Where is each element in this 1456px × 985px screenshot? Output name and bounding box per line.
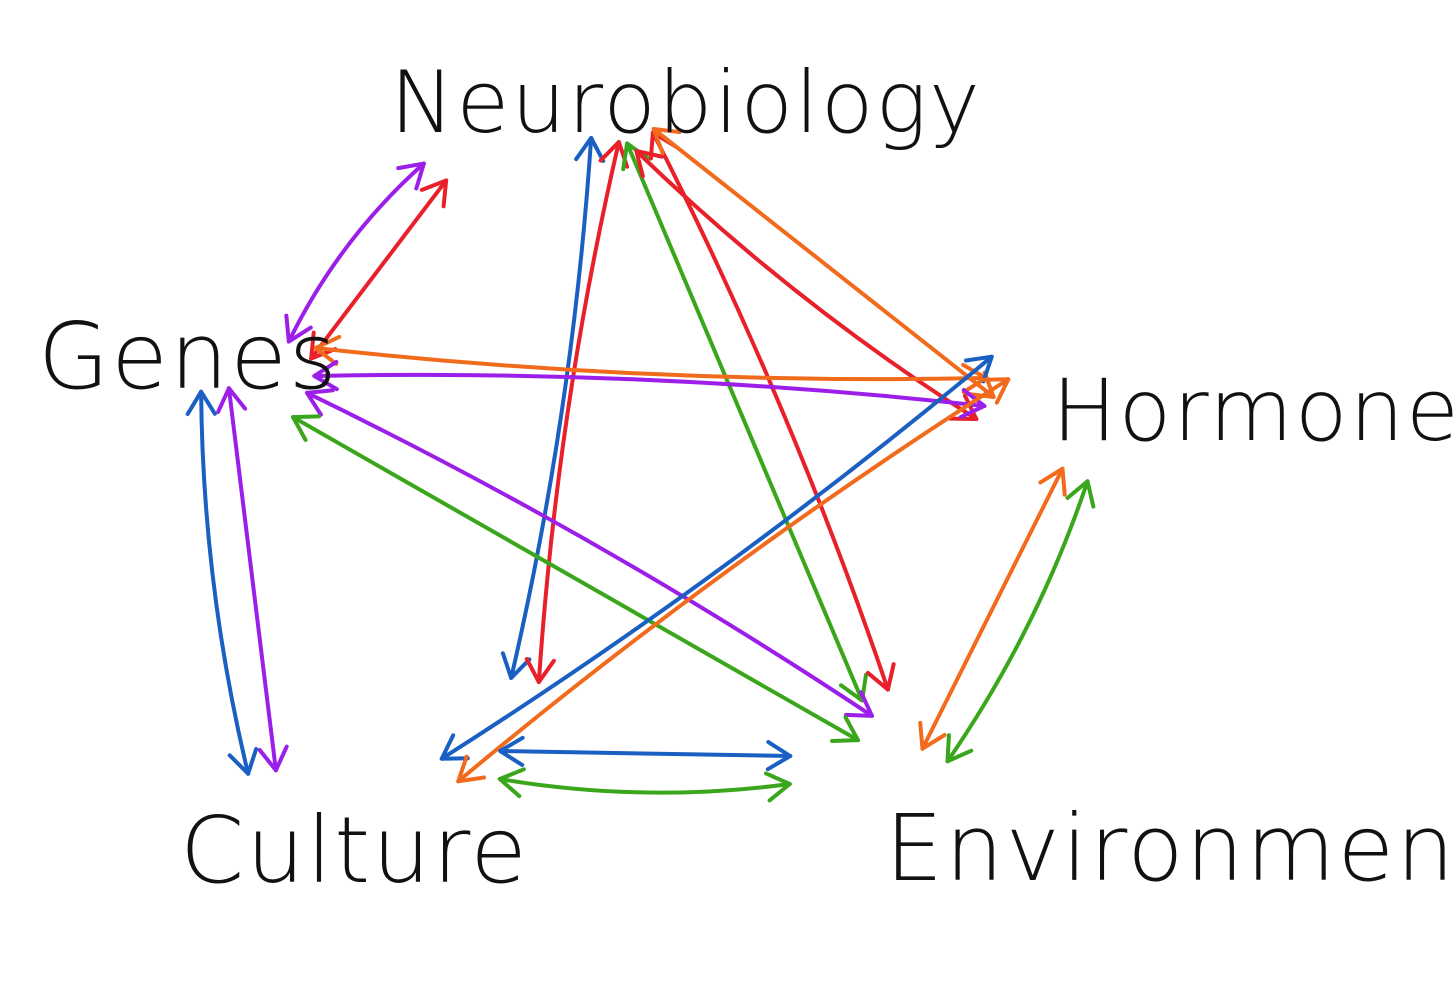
arrow-head-start — [439, 733, 470, 761]
arrow-genes-neurobiology-red — [309, 178, 449, 361]
arrow-environment-neurobiology-green — [621, 141, 869, 703]
arrow-shaft — [509, 135, 594, 680]
arrow-head-start — [312, 359, 339, 392]
arrow-shaft — [651, 127, 996, 400]
arrow-head-start — [304, 388, 335, 417]
arrow-head-end — [980, 377, 1011, 405]
arrow-shaft — [650, 130, 890, 692]
arrow-head-end — [227, 746, 259, 776]
arrow-head-end — [257, 744, 289, 773]
arrow-head-end — [964, 354, 994, 384]
node-environment: Environment — [885, 795, 1456, 902]
arrow-shaft — [286, 161, 426, 344]
arrow-genes-environment-purple — [304, 388, 874, 718]
arrow-culture-environment-blue — [498, 735, 793, 772]
arrow-shaft — [536, 140, 621, 685]
arrow-head-end — [763, 771, 792, 803]
arrow-head-start — [284, 313, 313, 344]
node-neurobiology: Neurobiology — [390, 53, 982, 153]
arrow-head-end — [958, 388, 987, 420]
arrow-head-start — [456, 754, 486, 784]
node-culture: Culture — [180, 797, 529, 904]
arrow-culture-environment-green — [497, 767, 792, 803]
arrow-shaft — [226, 386, 278, 773]
arrow-genes-culture-blue — [185, 389, 259, 776]
node-hormones: Hormones — [1052, 361, 1456, 461]
arrow-head-end — [419, 178, 449, 209]
arrow-head-start — [500, 651, 532, 680]
arrow-shaft — [497, 776, 792, 795]
arrow-head-start — [498, 735, 525, 767]
arrow-head-end — [918, 720, 947, 751]
arrow-genes-hormones-orange — [313, 334, 988, 395]
arrow-culture-hormones-orange — [456, 377, 1011, 784]
arrow-head-start — [309, 330, 338, 361]
arrow-head-end — [634, 148, 664, 179]
arrow-head-end — [945, 733, 974, 764]
arrow-head-start — [1038, 466, 1067, 497]
arrow-head-end — [765, 740, 793, 772]
arrow-shaft — [313, 346, 988, 382]
arrow-head-end — [843, 690, 874, 718]
arrow-shaft — [309, 178, 449, 361]
arrow-hormones-environment-green — [945, 479, 1096, 764]
arrow-head-start — [185, 389, 217, 416]
arrow-shaft — [945, 479, 1090, 764]
arrow-head-start — [865, 662, 896, 692]
arrow-head-end — [830, 715, 861, 743]
arrow-head-start — [313, 334, 342, 366]
arrow-hormones-environment-orange — [918, 466, 1067, 751]
arrow-culture-hormones-blue — [439, 354, 994, 761]
arrow-head-end — [651, 127, 682, 156]
arrow-head-start — [291, 414, 322, 442]
arrow-shaft — [439, 354, 994, 761]
arrow-shaft — [312, 372, 987, 408]
arrow-shaft — [498, 749, 793, 759]
arrow-head-end — [396, 161, 426, 191]
arrow-genes-neurobiology-purple — [284, 161, 426, 344]
arrow-head-start — [524, 657, 556, 685]
arrow-shaft — [456, 377, 1011, 784]
arrow-shaft — [625, 141, 865, 703]
arrow-environment-neurobiology-red — [648, 130, 896, 692]
arrow-shaft — [304, 390, 874, 718]
arrow-hormones-neurobiology-orange — [651, 127, 996, 400]
arrow-head-start — [1065, 479, 1096, 509]
arrow-genes-environment-green — [291, 414, 861, 743]
arrows-layer — [185, 127, 1096, 803]
arrow-head-start — [838, 672, 869, 703]
arrow-head-end — [574, 135, 606, 163]
arrow-culture-neurobiology-blue — [500, 135, 606, 680]
arrow-shaft — [920, 466, 1065, 751]
arrow-shaft — [291, 415, 861, 743]
arrow-shaft — [199, 389, 251, 776]
arrow-head-start — [216, 386, 248, 414]
arrow-genes-hormones-purple — [312, 359, 987, 420]
arrow-shaft — [634, 148, 979, 421]
arrow-genes-culture-purple — [216, 386, 289, 773]
arrow-head-start — [497, 767, 526, 799]
node-genes: Genes — [38, 303, 339, 410]
